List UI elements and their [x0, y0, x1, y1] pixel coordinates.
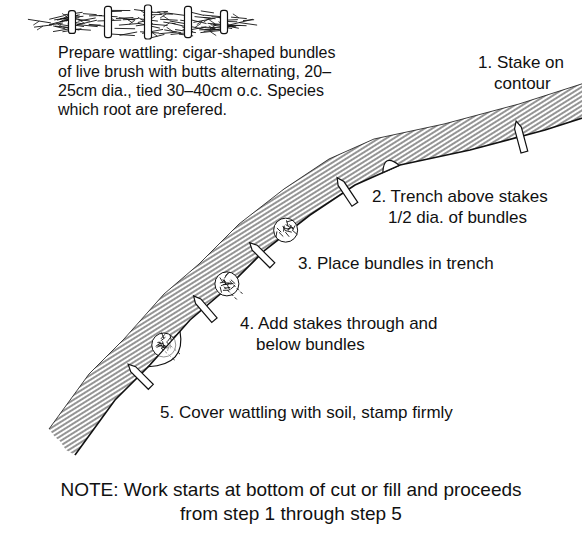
- twig-stroke: [171, 33, 186, 35]
- twig-stroke: [239, 23, 257, 26]
- wooden-stake: [337, 178, 358, 207]
- brush-stroke: [220, 278, 223, 283]
- twig-stroke: [243, 19, 254, 21]
- twig-stroke: [34, 25, 52, 27]
- brush-stroke: [283, 226, 286, 231]
- step-label: 2. Trench above stakes 1/2 dia. of bundl…: [372, 186, 562, 228]
- soil-cover: [148, 331, 181, 367]
- twig-stroke: [129, 20, 135, 24]
- brush-stroke: [277, 228, 281, 232]
- brush-stroke: [285, 232, 289, 237]
- brush-stroke: [279, 232, 283, 236]
- twig-stroke: [159, 32, 177, 34]
- hidden-stake: [224, 287, 237, 300]
- trench: [383, 160, 399, 172]
- twig-stroke: [231, 17, 247, 18]
- twig-stroke: [119, 23, 139, 25]
- twig-stroke: [167, 27, 173, 31]
- brush-stroke: [292, 225, 295, 230]
- brush-stroke: [162, 332, 164, 338]
- brush-stroke: [287, 220, 293, 222]
- slope-surface: [75, 106, 582, 455]
- twig-stroke: [209, 20, 215, 24]
- wattling-bundle-staked: [215, 272, 239, 296]
- bundle-tie: [145, 5, 152, 39]
- wooden-stake: [194, 296, 217, 323]
- step-label: 1. Stake on contour: [478, 52, 578, 94]
- wooden-stake: [250, 243, 275, 268]
- twig-stroke: [120, 32, 138, 35]
- brush-stroke: [283, 226, 285, 232]
- twig-stroke: [201, 11, 214, 13]
- brush-stroke: [293, 231, 298, 235]
- twig-stroke: [151, 34, 165, 37]
- wattling-bundle-placed: [274, 218, 298, 242]
- twig-stroke: [200, 31, 220, 33]
- twig-stroke: [163, 23, 169, 27]
- twig-stroke: [199, 29, 219, 30]
- twig-stroke: [151, 32, 157, 36]
- twig-stroke: [163, 16, 169, 20]
- twig-stroke: [83, 14, 97, 15]
- twig-stroke: [233, 14, 239, 18]
- bundle-tie: [221, 10, 228, 33]
- brush-stroke: [170, 335, 171, 341]
- twig-stroke: [55, 26, 69, 27]
- twig-stroke: [210, 32, 216, 36]
- twig-stroke: [37, 26, 43, 30]
- twig-stroke: [62, 13, 68, 17]
- bundle-tie: [185, 6, 192, 37]
- twig-stroke: [56, 23, 62, 27]
- brush-stroke: [157, 345, 163, 347]
- step-label: 5. Cover wattling with soil, stamp firml…: [160, 402, 480, 423]
- brush-stroke: [224, 273, 227, 278]
- twig-stroke: [28, 19, 51, 23]
- bundle-tie: [69, 11, 76, 34]
- brush-stroke: [286, 231, 292, 232]
- brush-stroke: [161, 337, 166, 341]
- twig-stroke: [210, 25, 216, 29]
- brush-stroke: [221, 283, 227, 285]
- slope-edge: [49, 80, 582, 429]
- soil-hatching: [49, 80, 582, 455]
- brush-stroke: [157, 342, 163, 343]
- instruction-text: Prepare wattling: cigar-shaped bundles o…: [58, 43, 343, 119]
- twig-stroke: [160, 14, 166, 18]
- step-label: 3. Place bundles in trench: [298, 253, 538, 274]
- twig-stroke: [115, 28, 136, 29]
- step-label: 4. Add stakes through and below bundles: [240, 313, 455, 355]
- wooden-stake: [128, 364, 153, 389]
- wooden-stake: [515, 121, 528, 153]
- twig-stroke: [116, 17, 133, 19]
- brush-stroke: [275, 231, 277, 237]
- hidden-stake: [230, 281, 243, 294]
- wattling-bundle: [28, 5, 257, 39]
- twig-stroke: [195, 17, 211, 19]
- brush-stroke: [220, 282, 226, 283]
- bundle-tie: [105, 6, 112, 37]
- twig-stroke: [163, 22, 175, 24]
- twig-stroke: [33, 21, 39, 25]
- brush-stroke: [286, 225, 291, 228]
- brush-stroke: [220, 287, 221, 293]
- soil-slope: [49, 80, 582, 455]
- twig-stroke: [160, 19, 178, 21]
- twig-stroke: [79, 19, 85, 23]
- twig-stroke: [123, 19, 136, 21]
- note-text: NOTE: Work starts at bottom of cut or fi…: [51, 478, 531, 526]
- brush-stroke: [227, 282, 233, 284]
